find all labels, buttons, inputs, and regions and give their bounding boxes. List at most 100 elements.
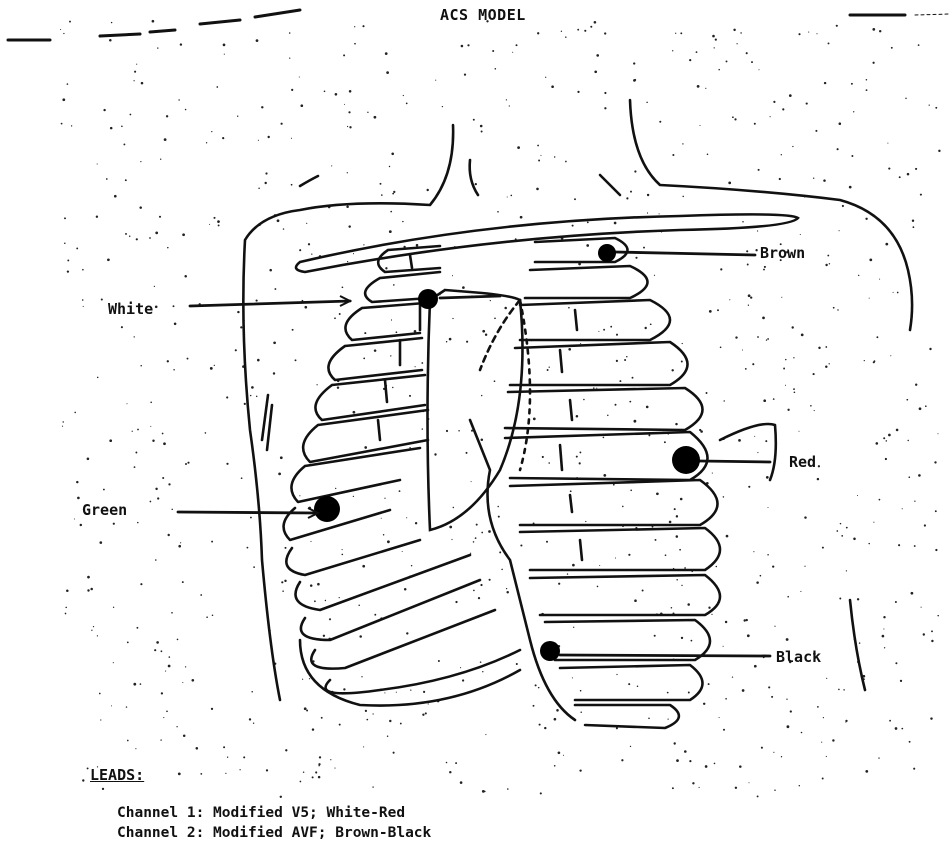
speckle-dot [935, 107, 937, 109]
speckle-dot [885, 458, 887, 460]
speckle-dot [551, 85, 554, 88]
speckle-dot [866, 79, 868, 81]
speckle-dot [160, 159, 161, 160]
speckle-dot [734, 118, 736, 120]
speckle-dot [150, 501, 152, 503]
speckle-dot [798, 33, 800, 35]
speckle-dot [426, 189, 428, 191]
speckle-dot [481, 131, 483, 133]
speckle-dot [785, 385, 786, 386]
speckle-dot [103, 109, 105, 111]
speckle-dot [610, 326, 612, 328]
speckle-dot [755, 249, 757, 251]
speckle-dot [781, 297, 782, 298]
speckle-dot [935, 549, 937, 551]
speckle-dot [747, 264, 749, 266]
speckle-dot [223, 44, 226, 47]
speckle-dot [363, 358, 365, 360]
speckle-dot [817, 706, 819, 708]
speckle-dot [635, 257, 637, 259]
lead-channel-2: Channel 2: Modified AVF; Brown-Black [117, 826, 431, 841]
speckle-dot [692, 782, 694, 784]
speckle-dot [126, 706, 127, 707]
speckle-dot [705, 88, 706, 89]
speckle-dot [111, 705, 112, 706]
speckle-dot [428, 703, 429, 704]
speckle-dot [754, 123, 756, 125]
speckle-dot [406, 517, 407, 518]
speckle-dot [763, 269, 765, 271]
speckle-dot [140, 683, 142, 685]
speckle-dot [404, 588, 407, 591]
speckle-dot [549, 367, 550, 368]
speckle-dot [62, 426, 63, 427]
speckle-dot [100, 719, 101, 720]
speckle-dot [849, 186, 852, 189]
speckle-dot [676, 579, 678, 581]
speckle-dot [740, 32, 741, 33]
speckle-dot [87, 458, 90, 461]
speckle-dot [682, 196, 684, 198]
speckle-dot [109, 439, 112, 442]
diagram-title: ACS MODEL [440, 8, 526, 23]
speckle-dot [324, 90, 326, 92]
speckle-dot [363, 244, 364, 245]
speckle-dot [732, 676, 733, 677]
speckle-dot [163, 717, 164, 718]
speckle-dot [74, 518, 75, 519]
speckle-dot [879, 279, 880, 280]
speckle-dot [879, 30, 881, 32]
speckle-dot [764, 266, 766, 268]
speckle-dot [306, 710, 308, 712]
speckle-dot [814, 410, 815, 411]
speckle-dot [136, 627, 138, 629]
speckle-dot [561, 31, 562, 32]
speckle-dot [824, 82, 826, 84]
left-ribs [284, 246, 520, 706]
speckle-dot [161, 650, 163, 652]
speckle-dot [129, 236, 130, 237]
speckle-dot [125, 179, 127, 181]
speckle-dot [67, 270, 69, 272]
speckle-dot [576, 415, 579, 418]
speckle-dot [596, 388, 597, 389]
speckle-dot [584, 30, 586, 32]
speckle-dot [766, 476, 769, 479]
speckle-dot [133, 683, 136, 686]
speckle-dot [915, 168, 917, 170]
speckle-dot [749, 782, 750, 783]
speckle-dot [406, 632, 408, 634]
speckle-dot [103, 489, 105, 491]
speckle-dot [421, 362, 423, 364]
speckle-dot [140, 365, 141, 366]
speckle-dot [311, 253, 312, 254]
speckle-dot [738, 439, 741, 442]
speckle-dot [482, 330, 485, 333]
speckle-dot [902, 508, 903, 509]
speckle-dot [334, 768, 335, 769]
speckle-dot [348, 111, 350, 113]
speckle-dot [250, 395, 251, 396]
speckle-dot [742, 221, 744, 223]
speckle-dot [656, 492, 659, 495]
speckle-dot [374, 116, 377, 119]
speckle-dot [929, 348, 931, 350]
speckle-dot [539, 724, 541, 726]
speckle-dot [160, 739, 161, 740]
speckle-dot [210, 367, 213, 370]
speckle-dot [828, 42, 830, 44]
speckle-dot [665, 554, 667, 556]
speckle-dot [485, 734, 486, 735]
speckle-dot [256, 39, 259, 42]
speckle-dot [185, 666, 186, 667]
speckle-dot [806, 103, 808, 105]
speckle-dot [475, 537, 477, 539]
speckle-dot [839, 598, 841, 600]
speckle-dot [475, 183, 477, 185]
speckle-dot [173, 369, 175, 371]
speckle-dot [339, 597, 340, 598]
speckle-dot [225, 773, 226, 774]
speckle-dot [596, 54, 599, 57]
speckle-dot [389, 720, 391, 722]
